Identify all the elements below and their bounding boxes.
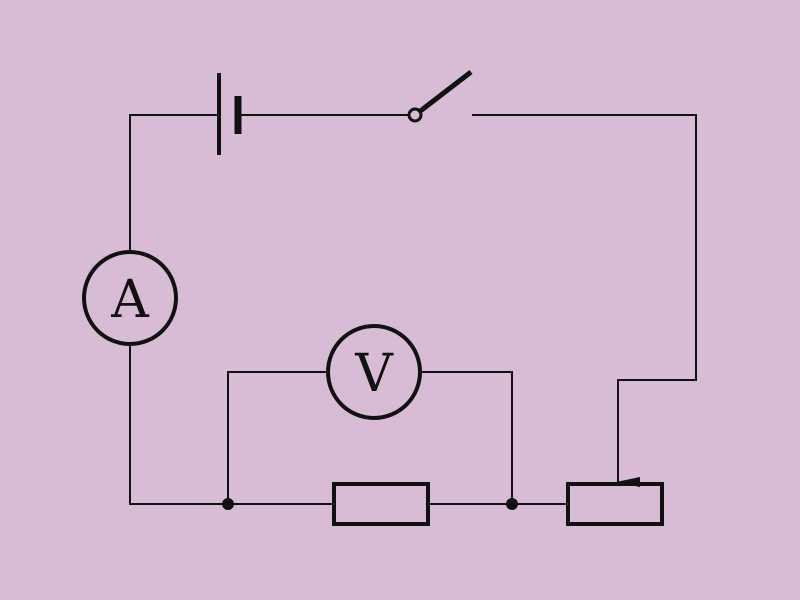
battery-symbol [217, 73, 242, 155]
voltmeter-label: V [354, 344, 394, 404]
ammeter-label: A [110, 270, 150, 330]
switch-symbol[interactable] [407, 70, 473, 123]
ammeter: A [82, 250, 178, 346]
wire-voltmeter-left [227, 371, 328, 504]
resistor [332, 482, 430, 526]
voltmeter: V [326, 324, 422, 420]
wire-top-left [129, 114, 219, 250]
junction-left [222, 498, 234, 510]
junction-right [506, 498, 518, 510]
rheostat [566, 482, 664, 526]
wire-voltmeter-right [420, 371, 513, 504]
wire-right-to-slider [472, 114, 697, 487]
wire-bottom-left [129, 346, 334, 505]
